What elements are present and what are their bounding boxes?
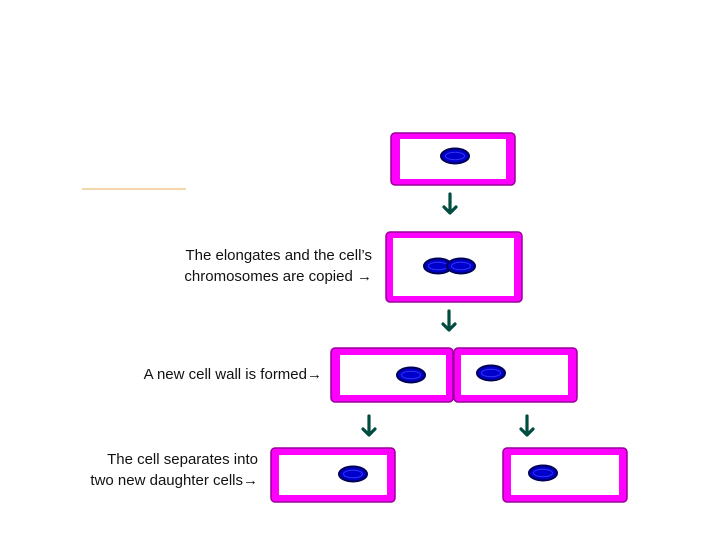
daughter-cell-right bbox=[502, 447, 628, 503]
caption-separation: The cell separates into two new daughter… bbox=[90, 451, 258, 489]
down-arrow-icon bbox=[519, 414, 535, 437]
caption-new-wall: A new cell wall is formed→ bbox=[143, 366, 322, 383]
nucleus-icon bbox=[396, 366, 426, 384]
nucleus-icon bbox=[440, 147, 470, 165]
nucleus-icon bbox=[476, 364, 506, 382]
nucleus-icon bbox=[528, 464, 558, 482]
cell-elongated bbox=[385, 231, 523, 303]
cell-original bbox=[390, 132, 516, 186]
down-arrow-icon bbox=[442, 192, 458, 215]
cell-with-new-wall bbox=[330, 347, 578, 403]
daughter-cell-left bbox=[270, 447, 396, 503]
down-arrow-icon bbox=[361, 414, 377, 437]
down-arrow-icon bbox=[441, 309, 457, 332]
nucleus-icon bbox=[338, 465, 368, 483]
caption-elongation: The elongates and the cell’s chromosomes… bbox=[184, 247, 372, 285]
nucleus-copy-icon bbox=[446, 257, 476, 275]
